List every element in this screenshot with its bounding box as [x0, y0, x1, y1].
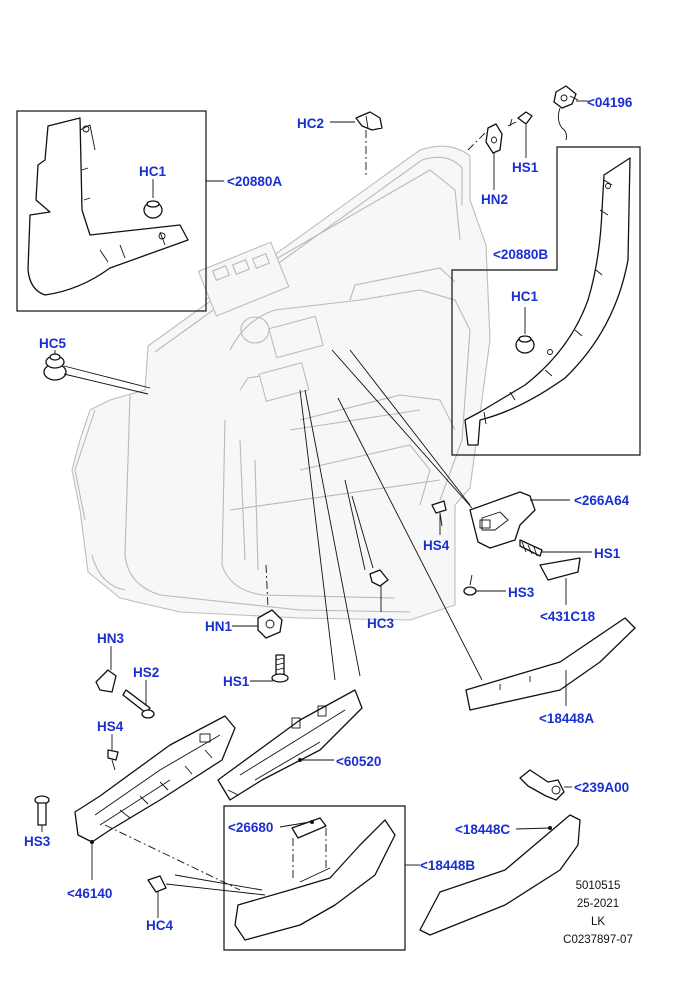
cable-bracket-04196 [553, 85, 579, 141]
label-hc2: HC2 [297, 116, 324, 131]
label-hs1-mid: HS1 [223, 674, 250, 689]
detail-box-20880b [451, 146, 641, 456]
label-18448a: <18448A [539, 711, 594, 726]
label-18448b: <18448B [420, 858, 475, 873]
label-hc3: HC3 [367, 616, 394, 631]
trim-piece-18448b [234, 819, 396, 941]
clip-hc4 [147, 875, 167, 893]
label-hs2: HS2 [133, 665, 159, 680]
drawing-number: 5010515 [576, 880, 621, 892]
trim-strip-18448c [419, 814, 581, 936]
label-hs3-left: HS3 [24, 834, 51, 849]
trim-bracket-20880a [27, 117, 189, 296]
label-266a64: <266A64 [574, 493, 630, 508]
label-60520: <60520 [336, 754, 381, 769]
label-20880a: <20880A [227, 174, 282, 189]
label-239a00: <239A00 [574, 780, 629, 795]
label-hn3: HN3 [97, 631, 124, 646]
label-hc1-left: HC1 [139, 164, 166, 179]
bracket-60520 [217, 689, 363, 801]
drawing-code: LK [591, 916, 605, 928]
trim-bracket-20880b-group [451, 146, 641, 456]
trim-strip-18448a [465, 617, 636, 711]
label-04196: <04196 [587, 95, 633, 110]
trim-bracket-20880b [464, 157, 631, 446]
clip-hc2 [355, 111, 383, 131]
clip-hc5 [43, 353, 67, 381]
screw-hs1-mid [271, 654, 289, 683]
handle-housing-266a64 [469, 491, 536, 549]
label-46140: <46140 [67, 886, 112, 901]
label-hs1-right: HS1 [594, 546, 621, 561]
label-hs3-right: HS3 [508, 585, 535, 600]
label-hc4: HC4 [146, 918, 173, 933]
label-hc1-right: HC1 [511, 289, 538, 304]
clip-hc1-left [143, 200, 163, 219]
nut-hn1 [257, 609, 283, 639]
label-hn2: HN2 [481, 192, 508, 207]
label-20880b: <20880B [493, 247, 548, 262]
label-hc5: HC5 [39, 336, 66, 351]
trim-bracket-20880a-group [16, 110, 224, 312]
label-26680: <26680 [228, 820, 273, 835]
drawing-reference: C0237897-07 [563, 934, 633, 946]
clip-hc3 [369, 569, 389, 587]
bracket-46140 [74, 715, 236, 843]
screw-hs4-left [107, 749, 119, 771]
label-hs4-left: HS4 [97, 719, 124, 734]
drawing-date: 25-2021 [577, 898, 619, 910]
clip-hc1-right [515, 335, 535, 354]
bracket-hn3 [95, 669, 117, 693]
screw-hs1-top [507, 111, 533, 127]
screw-hs2 [122, 689, 155, 719]
cover-431c18 [539, 557, 581, 581]
detail-box-18448b [223, 805, 406, 951]
label-18448c: <18448C [455, 822, 510, 837]
trim-18448b-group [223, 805, 406, 951]
screw-hs3-left [34, 795, 50, 826]
label-hs1-top: HS1 [512, 160, 539, 175]
label-hs4-right: HS4 [423, 538, 450, 553]
insert-26680 [291, 817, 327, 839]
screw-hs1-right [519, 539, 543, 557]
callout-labels: <04196 HC2 HS1 HN2 <20880A HC1 <20880B H… [24, 95, 633, 933]
label-431c18: <431C18 [540, 609, 596, 624]
drawing-metadata: 5010515 25-2021 LK C0237897-07 [563, 880, 633, 946]
connector-239a00 [519, 769, 565, 801]
label-hn1: HN1 [205, 619, 232, 634]
detail-box-20880a [16, 110, 207, 312]
bracket-hn2 [485, 123, 503, 154]
screw-hs3-right [463, 574, 477, 596]
